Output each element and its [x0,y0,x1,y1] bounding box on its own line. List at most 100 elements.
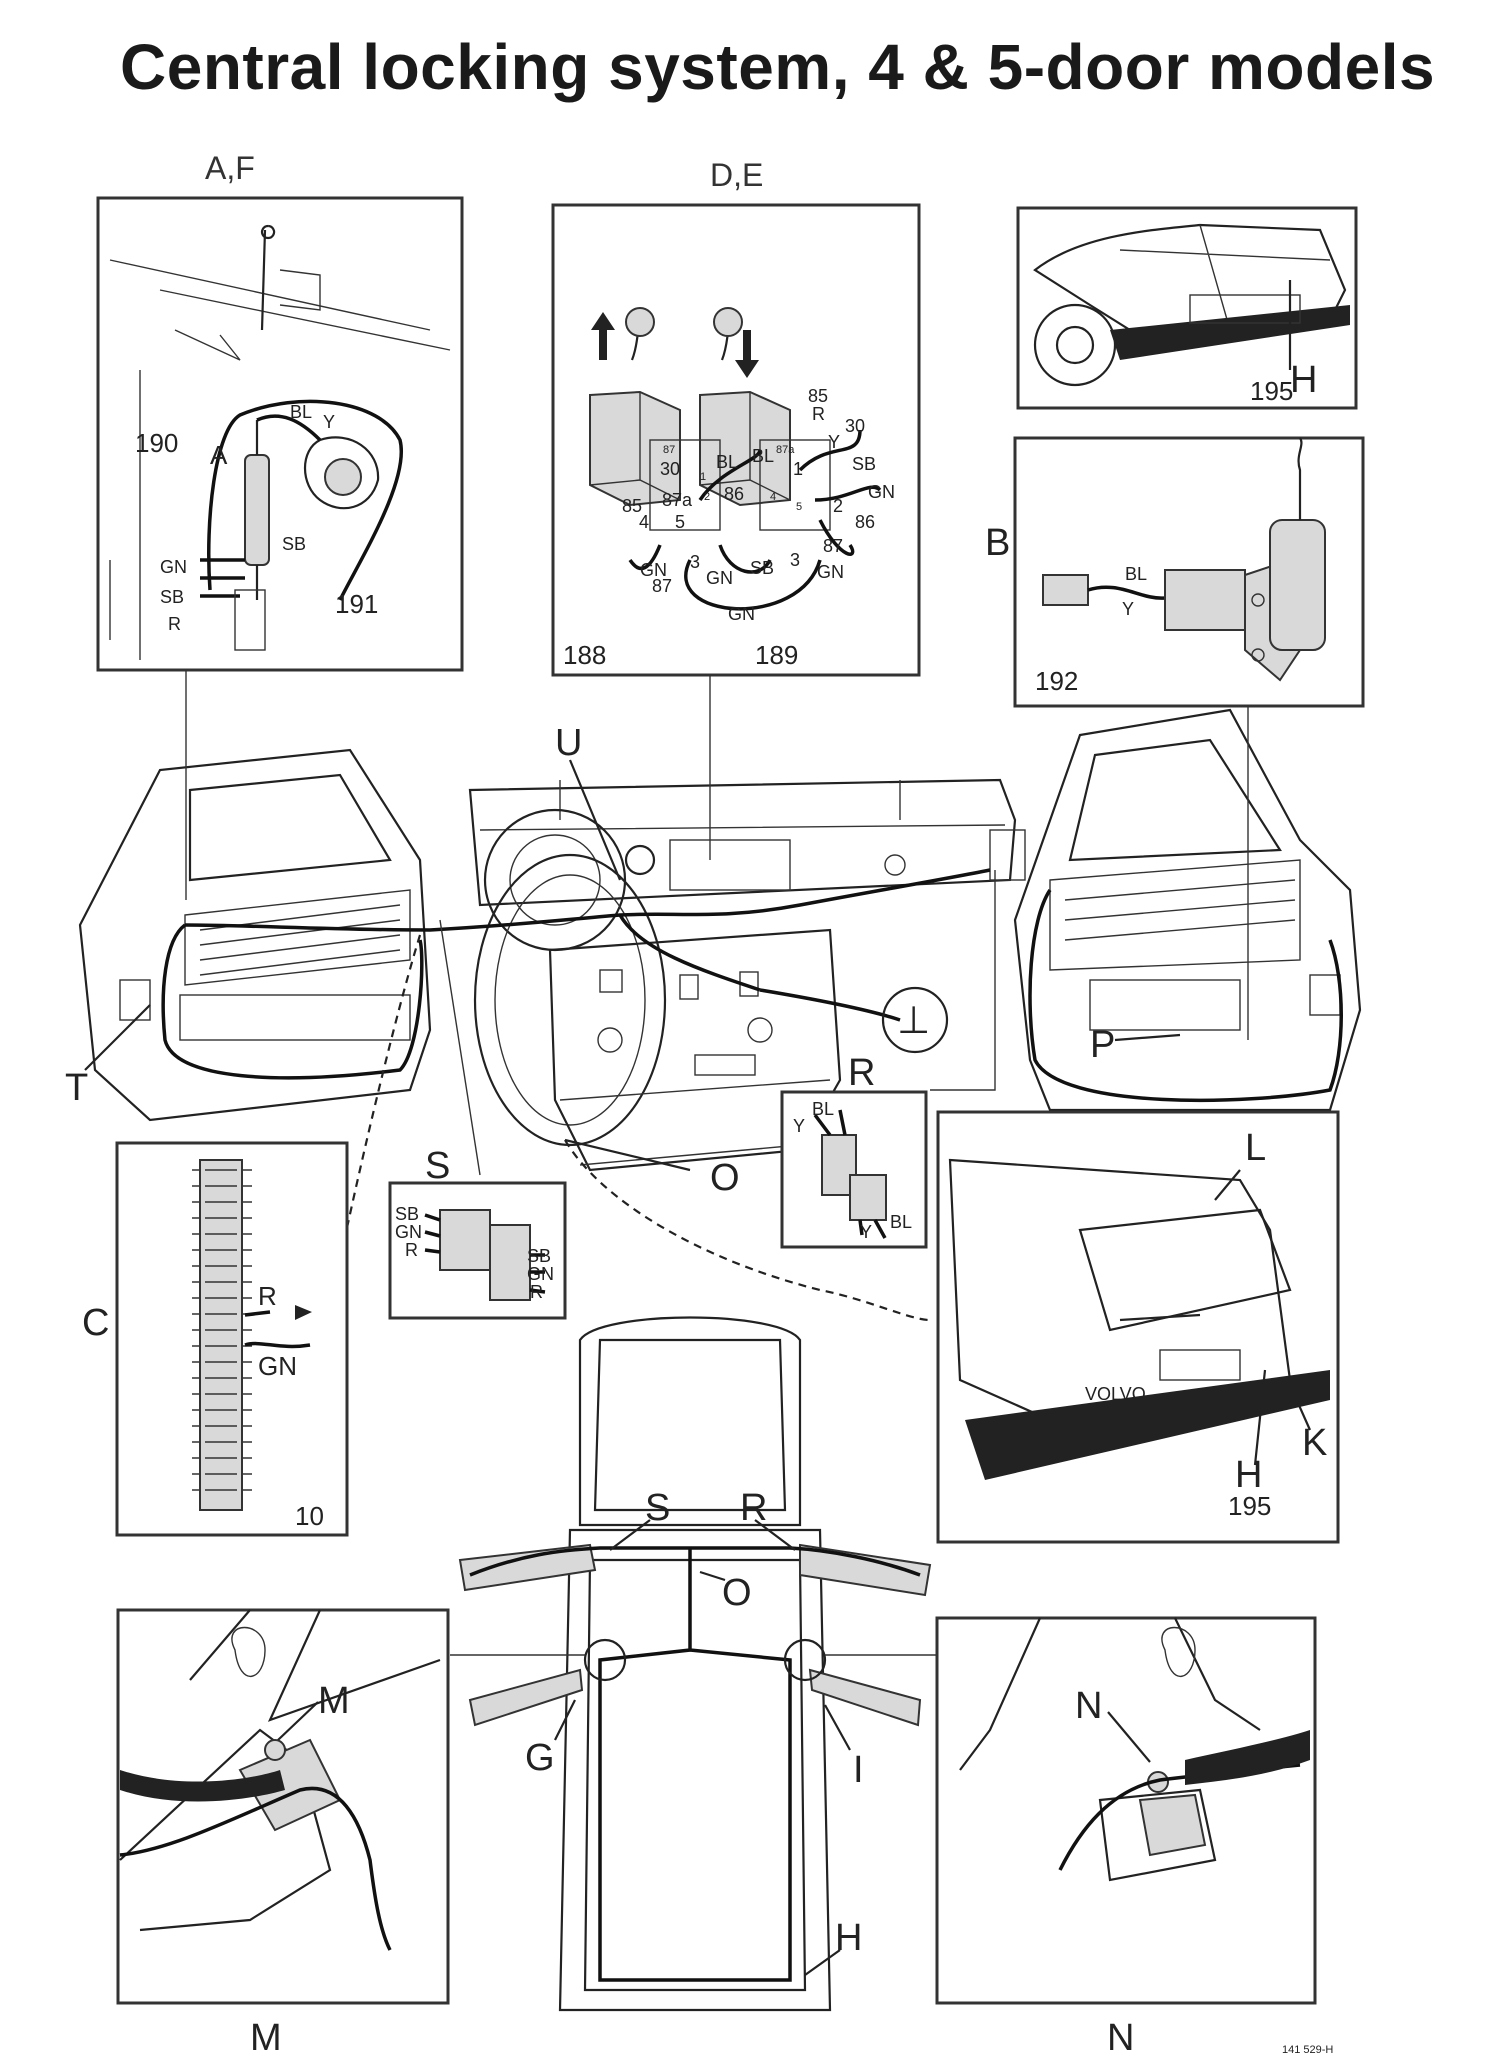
term-87-r: 87 [823,536,843,556]
rear-marker-l: L [1245,1127,1266,1169]
left-arrow-icon [295,1305,312,1320]
term-30: 30 [845,416,865,436]
term-87-l: 87 [652,576,672,596]
term-sb: SB [852,454,876,474]
marker-b: B [985,522,1010,564]
fig-189: 189 [755,640,798,670]
term-bl-l: BL [716,452,738,472]
overview-h: H [835,1917,862,1959]
term-4: 4 [639,512,649,532]
term-85: 85 [808,386,828,406]
trunk-fig: 195 [1250,376,1293,406]
wire-sb-b: SB [160,587,184,607]
wire-b-bl: BL [1125,564,1147,584]
wire-s-r2: R [530,1282,543,1302]
term-87a: 87a [662,490,693,510]
marker-r: R [848,1052,875,1094]
marker-c: C [82,1302,109,1344]
fig-192: 192 [1035,666,1078,696]
inset-af-header: A,F [205,150,255,186]
term-5-s: 5 [796,501,802,513]
caption-n: N [1107,2017,1134,2059]
term-y: Y [828,432,840,452]
wire-s-sb2: SB [527,1246,551,1266]
term-2-s: 2 [704,491,710,503]
term-5: 5 [675,512,685,532]
rear-marker-k: K [1302,1422,1327,1464]
fig-191: 191 [335,589,378,619]
inset-m: M M [116,1608,450,2059]
term-30-l: 30 [660,459,680,479]
wire-r: R [168,614,181,634]
overview-s: S [645,1487,670,1529]
page-title: Central locking system, 4 & 5-door model… [120,31,1436,103]
term-bl-r: BL [752,446,774,466]
term-gn-a: GN [640,560,667,580]
term-86: 86 [724,484,744,504]
marker-m: M [318,1680,350,1722]
inset-s: S SB GN R SB GN R [388,1145,567,1320]
overview-i: I [853,1749,864,1791]
term-1-s: 1 [700,471,706,483]
wire-r-bl: BL [812,1099,834,1119]
caption-m: M [250,2017,282,2059]
brand-logo: VOLVO [1085,1384,1146,1404]
wire-s-r: R [405,1240,418,1260]
overview-car: S R O G I H [450,1316,940,2012]
term-r: R [812,404,825,424]
wire-b-y: Y [1122,599,1134,619]
wire-gn: GN [160,557,187,577]
term-3-l: 3 [690,552,700,572]
inset-c: C R GN 10 [82,1141,349,1537]
term-gn-r: GN [868,482,895,502]
inset-trunk: 195 H [1016,206,1358,410]
term-2: 2 [833,496,843,516]
fig-188: 188 [563,640,606,670]
main-drawing: ⊥ U T P O [65,670,1362,1341]
term-87a-s: 87a [776,444,795,456]
rear-fig: 195 [1228,1491,1271,1521]
wire-s-gn: GN [395,1222,422,1242]
wire-r-y: Y [793,1116,805,1136]
wire-s-gn2: GN [527,1264,554,1284]
wire-sb-a: SB [282,534,306,554]
callout-p: P [1090,1024,1115,1066]
up-arrow-icon [591,312,615,360]
inset-n: N N [935,1616,1317,2059]
down-arrow-icon [735,330,759,378]
callout-u: U [555,722,582,764]
term-3-r: 3 [790,550,800,570]
term-sb-b: SB [750,558,774,578]
footer-ref: 141 529-H [1282,2044,1333,2056]
marker-a: A [210,440,228,470]
rear-marker-h: H [1235,1454,1262,1496]
term-gn-b: GN [706,568,733,588]
term-gn-d: GN [728,604,755,624]
ground-symbol-icon: ⊥ [897,1000,930,1042]
wire-c-gn: GN [258,1351,297,1381]
term-4-s: 4 [770,491,776,503]
inset-de-header: D,E [710,157,764,193]
overview-g: G [525,1737,555,1779]
inset-r: R BL Y Y BL [780,1052,928,1249]
wire-bl: BL [290,402,312,422]
inset-de: 188 189 85 R 30 Y BL 1 SB 30 BL 86 2 GN … [551,203,921,677]
inset-rear: VOLVO L H K 195 [936,1110,1340,1544]
inset-af: 190 191 A BL Y SB GN SB R [96,196,464,672]
inset-b: B 192 BL Y [985,436,1365,708]
fig-10: 10 [295,1501,324,1531]
wire-y: Y [323,412,335,432]
term-1: 1 [793,459,803,479]
callout-o: O [710,1157,740,1199]
term-86-r: 86 [855,512,875,532]
wire-r-y2: Y [860,1222,872,1242]
wire-c-r: R [258,1281,277,1311]
overview-o: O [722,1572,752,1614]
fig-190: 190 [135,428,178,458]
marker-s: S [425,1145,450,1187]
wire-s-sb: SB [395,1204,419,1224]
term-gn-c: GN [817,562,844,582]
callout-t: T [65,1067,88,1109]
